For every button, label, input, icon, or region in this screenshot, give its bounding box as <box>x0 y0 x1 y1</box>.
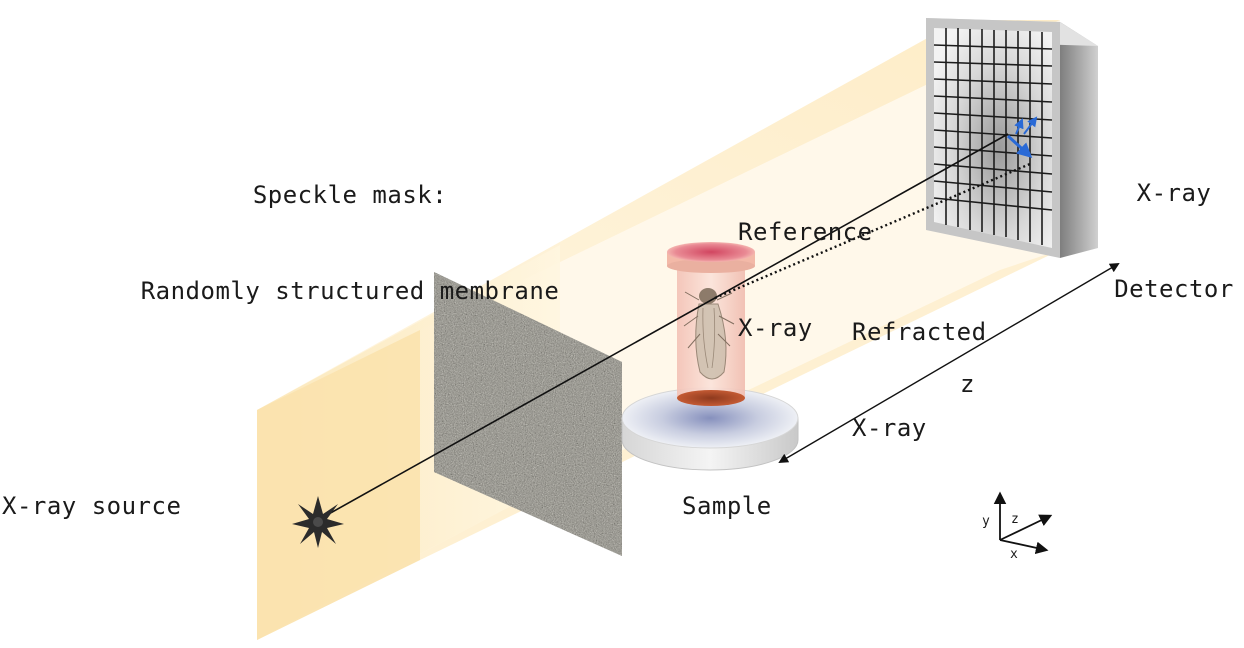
reference-xray-label: Reference X-ray <box>738 152 873 376</box>
xray-source-star <box>292 496 344 548</box>
xray-source-label: X-ray source <box>2 492 182 520</box>
detector-label: X-ray Detector <box>1106 113 1242 337</box>
detector-label-line2: Detector <box>1114 275 1234 303</box>
z-distance-label: z <box>960 370 975 398</box>
reference-xray-label-line1: Reference <box>738 218 873 246</box>
refracted-xray-label: Refracted X-ray <box>852 252 987 476</box>
sample-label: Sample <box>682 492 772 520</box>
reference-xray-label-line2: X-ray <box>738 314 813 342</box>
speckle-mask-label-line2: Randomly structured membrane <box>140 277 560 305</box>
axis-x-label: x <box>1010 547 1018 562</box>
xray-paths <box>317 133 1031 521</box>
axis-z-label: z <box>1011 512 1019 527</box>
xray-detector <box>926 18 1098 258</box>
speckle-mask-label: Speckle mask: Randomly structured membra… <box>110 115 590 339</box>
speckle-mask-label-line1: Speckle mask: <box>252 181 448 209</box>
refracted-xray-line <box>714 162 1031 300</box>
refracted-xray-label-line2: X-ray <box>852 414 927 442</box>
sample-tube <box>667 242 755 406</box>
beam-front-face-edge <box>257 330 420 640</box>
insect-specimen <box>683 288 735 380</box>
z-distance-arrow <box>778 263 1120 463</box>
displacement-vector <box>1006 116 1038 159</box>
coordinate-axes <box>993 491 1053 555</box>
detector-label-line1: X-ray <box>1136 179 1212 207</box>
axis-y-label: y <box>982 514 990 529</box>
refracted-xray-label-line1: Refracted <box>852 318 987 346</box>
detector-pixel-grid <box>933 28 1053 245</box>
reference-xray-line <box>317 133 1009 521</box>
